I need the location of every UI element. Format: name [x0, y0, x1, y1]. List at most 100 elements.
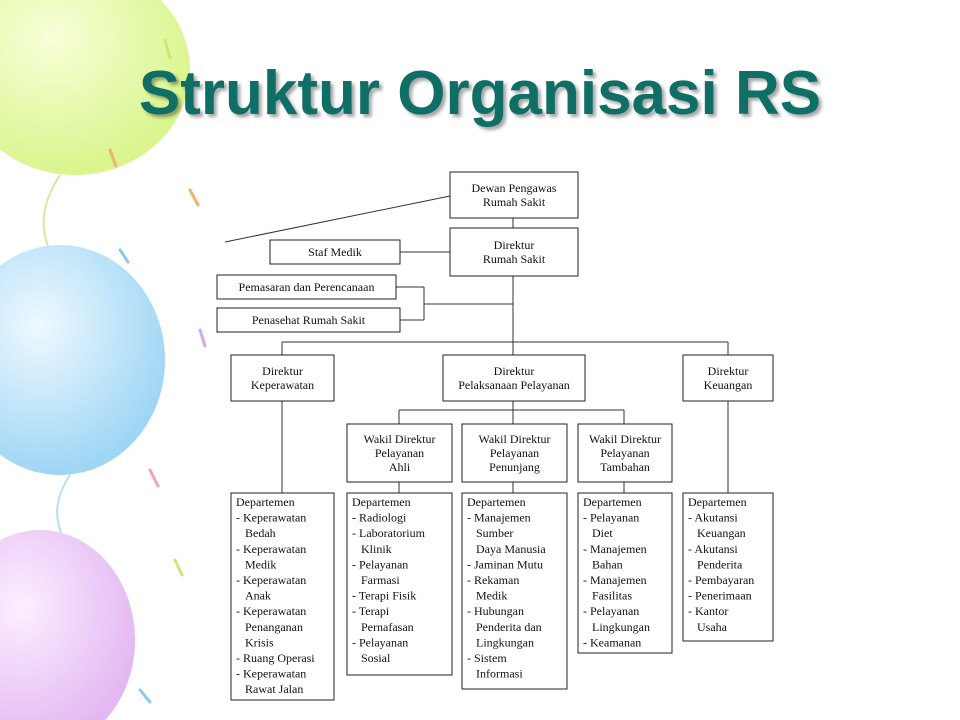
box-text-line: Rawat Jalan: [236, 682, 303, 696]
box-frame: [346, 423, 453, 483]
box-text-line: - Radiologi: [352, 511, 407, 525]
box-text-line: - Pelayanan: [583, 511, 639, 525]
box-text-line: Informasi: [467, 667, 523, 681]
box-text-line: Usaha: [688, 620, 728, 634]
box-text-line: - Manajemen: [467, 511, 531, 525]
box-text-line: Pelayanan: [600, 446, 649, 460]
box-frame: [577, 423, 673, 483]
box-dept-keuangan: Departemen- Akutansi Keuangan- Akutansi …: [682, 492, 774, 642]
box-text-line: - Keperawatan: [236, 573, 306, 587]
box-text-line: Direktur: [708, 364, 749, 378]
box-text-line: Penderita: [688, 557, 743, 571]
yellow-balloon: [0, 0, 190, 175]
box-text-line: Farmasi: [352, 573, 400, 587]
box-text-line: - Rekaman: [467, 573, 519, 587]
box-text-line: Penunjang: [489, 460, 540, 474]
confetti: [108, 38, 207, 704]
box-text-line: Direktur: [494, 364, 535, 378]
box-frame: [442, 354, 586, 402]
box-text-line: Rumah Sakit: [483, 195, 546, 209]
box-text-line: Keuangan: [704, 378, 753, 392]
box-text-line: - Ruang Operasi: [236, 651, 315, 665]
box-text-line: - Pelayanan: [352, 635, 408, 649]
box-text-line: Lingkungan: [583, 620, 650, 634]
box-text-line: Bahan: [583, 557, 623, 571]
box-text-line: Krisis: [236, 635, 274, 649]
box-text-line: - Terapi Fisik: [352, 589, 416, 603]
box-frame: [346, 492, 453, 676]
box-text-line: - Manajemen: [583, 573, 647, 587]
box-text-line: - Akutansi: [688, 542, 738, 556]
box-text-line: Pernafasan: [352, 620, 414, 634]
box-staf-medik: Staf Medik: [269, 239, 401, 265]
box-penasehat: Penasehat Rumah Sakit: [216, 307, 401, 333]
box-text-line: Medik: [467, 589, 507, 603]
box-frame: [216, 307, 401, 333]
box-text-line: Pemasaran dan Perencanaan: [239, 280, 375, 294]
box-dept-penunjang: Departemen - Manajemen Sumber Daya Manusi…: [461, 492, 568, 690]
box-text-line: Lingkungan: [467, 635, 534, 649]
box-text-line: Fasilitas: [583, 589, 632, 603]
box-text-line: Pelayanan: [490, 446, 539, 460]
box-text-line: Pelaksanaan Pelayanan: [458, 378, 570, 392]
box-text-line: - Akutansi: [688, 511, 738, 525]
box-dept-keperawatan: Departemen - Keperawatan Bedah - Keperawat…: [230, 492, 335, 701]
box-text-line: Daya Manusia: [467, 542, 546, 556]
box-frame: [449, 227, 579, 277]
box-text-line: Pelayanan: [375, 446, 424, 460]
box-text-line: Keuangan: [688, 526, 746, 540]
box-text-line: Direktur: [494, 238, 535, 252]
box-text-line: - Jaminan Mutu: [467, 557, 543, 571]
box-frame: [682, 492, 774, 642]
box-text-line: Rumah Sakit: [483, 252, 546, 266]
box-text-line: - Penerimaan: [688, 589, 752, 603]
box-text-line: Departemen: [236, 495, 295, 509]
box-text-line: Medik: [236, 557, 276, 571]
box-text-line: - Pelayanan: [352, 557, 408, 571]
box-text-line: - Hubungan: [467, 604, 524, 618]
box-text-line: - Manajemen: [583, 542, 647, 556]
box-text-line: - Keamanan: [583, 635, 641, 649]
box-text-line: Keperawatan: [251, 378, 314, 392]
box-text-line: - Keperawatan: [236, 667, 306, 681]
box-frame: [230, 354, 335, 402]
box-frame: [682, 354, 774, 402]
box-dept-ahli: Departemen - Radiologi- Laboratorium Klin…: [346, 492, 453, 676]
box-text-line: Departemen: [352, 495, 411, 509]
slide-title: Struktur Organisasi RS: [138, 59, 822, 128]
box-frame: [269, 239, 401, 265]
box-text-line: - Pembayaran: [688, 573, 754, 587]
box-pemasaran: Pemasaran dan Perencanaan: [216, 274, 397, 300]
box-text-line: Departemen: [688, 495, 747, 509]
box-frame: [577, 492, 673, 654]
box-text-line: - Pelayanan: [583, 604, 639, 618]
box-text-line: Wakil Direktur: [363, 432, 435, 446]
box-text-line: Sosial: [352, 651, 391, 665]
box-text-line: Departemen: [583, 495, 642, 509]
box-text-line: Departemen: [467, 495, 526, 509]
box-text-line: Tambahan: [600, 460, 650, 474]
box-text-line: Direktur: [262, 364, 303, 378]
box-text-line: Anak: [236, 589, 271, 603]
box-text-line: Sumber: [467, 526, 513, 540]
box-text-line: Klinik: [352, 542, 392, 556]
box-text-line: - Sistem: [467, 651, 507, 665]
box-frame: [230, 492, 335, 701]
box-text-line: Wakil Direktur: [478, 432, 550, 446]
box-text-line: Staf Medik: [308, 245, 362, 259]
box-text-line: - Laboratorium: [352, 526, 426, 540]
box-frame: [461, 492, 568, 690]
purple-balloon: [0, 530, 135, 720]
box-text-line: Diet: [583, 526, 613, 540]
box-text-line: Bedah: [236, 526, 276, 540]
box-text-line: Wakil Direktur: [589, 432, 661, 446]
